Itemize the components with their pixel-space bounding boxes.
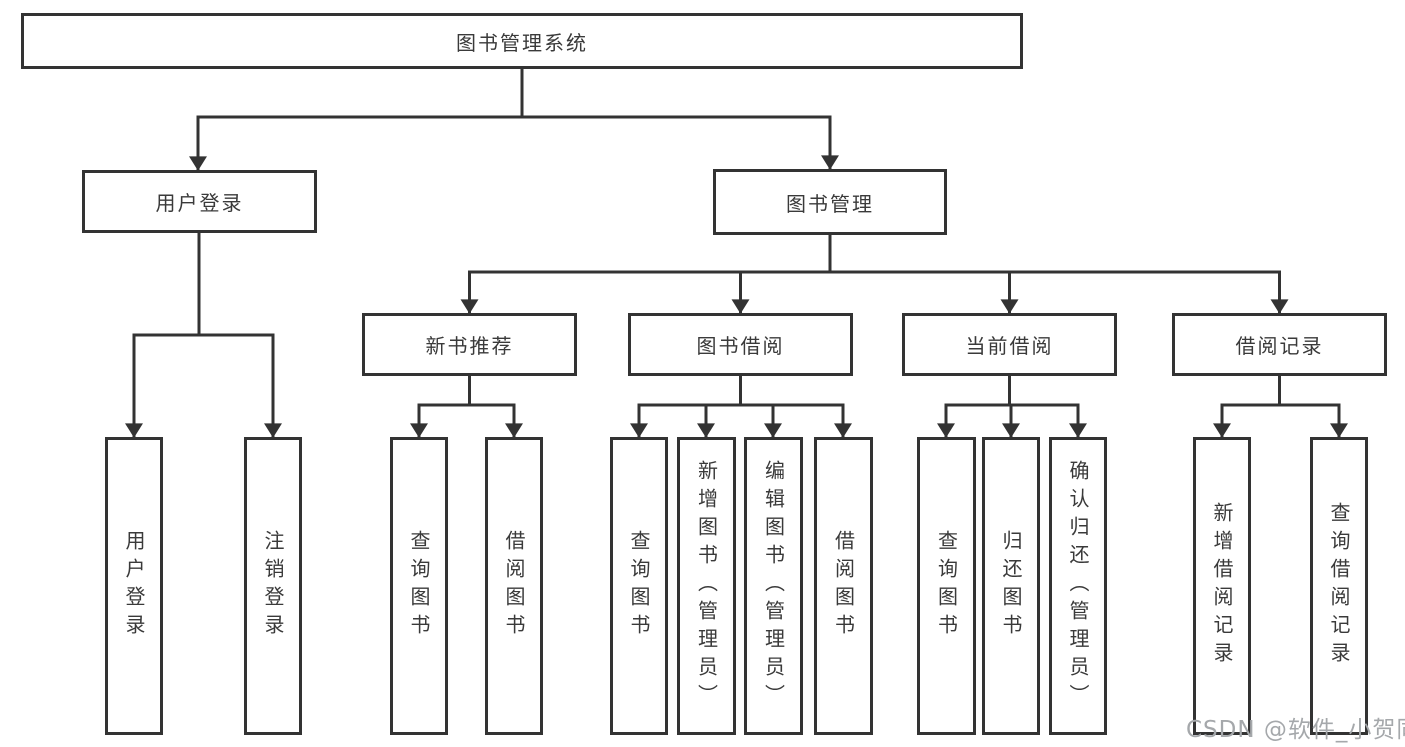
node-label: 当前借阅 bbox=[965, 334, 1054, 358]
leaf-label: 查询图书 bbox=[627, 530, 651, 642]
leaf-query-books-borrowing: 查询图书 bbox=[610, 437, 668, 735]
leaf-label: 查询图书 bbox=[934, 530, 959, 642]
leaf-confirm-return-admin: 确认归还（管理员） bbox=[1049, 437, 1107, 735]
leaf-label: 查询借阅记录 bbox=[1327, 502, 1351, 670]
leaf-label: 注销登录 bbox=[261, 530, 285, 642]
leaf-borrow-book-recommend: 借阅图书 bbox=[485, 437, 543, 735]
node-user-login: 用户登录 bbox=[82, 170, 317, 233]
leaf-edit-book-admin: 编辑图书（管理员） bbox=[744, 437, 803, 735]
node-book-borrowing: 图书借阅 bbox=[628, 313, 853, 376]
leaf-add-book-admin: 新增图书（管理员） bbox=[677, 437, 736, 735]
leaf-query-borrow-record: 查询借阅记录 bbox=[1310, 437, 1368, 735]
leaf-label: 新增图书（管理员） bbox=[694, 460, 719, 712]
node-label: 借阅记录 bbox=[1235, 334, 1324, 358]
leaf-query-books-recommend: 查询图书 bbox=[390, 437, 448, 735]
node-label: 用户登录 bbox=[155, 191, 244, 215]
node-label: 图书管理系统 bbox=[456, 30, 588, 55]
leaf-borrow-book-borrowing: 借阅图书 bbox=[814, 437, 873, 735]
node-library-management-system: 图书管理系统 bbox=[21, 13, 1023, 69]
leaf-label: 借阅图书 bbox=[502, 530, 526, 642]
leaf-return-book: 归还图书 bbox=[982, 437, 1040, 735]
node-label: 图书管理 bbox=[786, 191, 874, 216]
node-borrowing-records: 借阅记录 bbox=[1172, 313, 1387, 376]
node-label: 新书推荐 bbox=[425, 334, 514, 358]
node-current-borrowing: 当前借阅 bbox=[902, 313, 1117, 376]
leaf-label: 新增借阅记录 bbox=[1210, 502, 1234, 670]
leaf-add-borrow-record: 新增借阅记录 bbox=[1193, 437, 1251, 735]
leaf-query-books-current: 查询图书 bbox=[917, 437, 976, 735]
leaf-label: 归还图书 bbox=[999, 530, 1023, 642]
leaf-logout: 注销登录 bbox=[244, 437, 302, 735]
node-book-management: 图书管理 bbox=[713, 169, 947, 235]
leaf-label: 查询图书 bbox=[407, 530, 431, 642]
node-new-book-recommend: 新书推荐 bbox=[362, 313, 577, 376]
node-label: 图书借阅 bbox=[696, 334, 785, 358]
leaf-label: 借阅图书 bbox=[831, 530, 856, 642]
leaf-label: 编辑图书（管理员） bbox=[761, 460, 786, 712]
leaf-label: 确认归还（管理员） bbox=[1066, 460, 1090, 712]
leaf-user-login: 用户登录 bbox=[105, 437, 163, 735]
csdn-watermark: CSDN @软件_小贺同学 bbox=[1186, 717, 1405, 743]
leaf-label: 用户登录 bbox=[122, 530, 146, 642]
